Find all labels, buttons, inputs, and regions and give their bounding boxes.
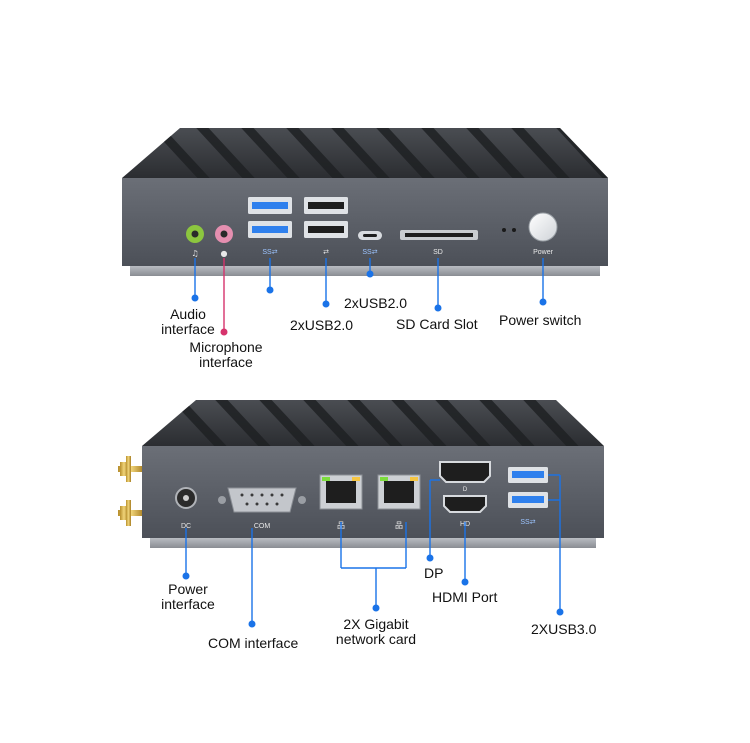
base-strip [130, 266, 600, 276]
displayport [439, 461, 491, 483]
usb3-silk: SS⇄ [262, 249, 277, 256]
power-interface-label: Power interface [161, 581, 215, 612]
usb3-label: 2XUSB3.0 [531, 621, 597, 637]
usb3-rear-silk: SS⇄ [520, 519, 535, 526]
dp-label: DP [424, 565, 444, 581]
wifi-antenna-bottom [118, 500, 144, 526]
usb-c-silk: SS⇄ [362, 249, 377, 256]
usb2-label-b: 2xUSB2.0 [290, 317, 354, 333]
gigabit-network-label: 2X Gigabit network card [335, 616, 417, 647]
com-interface-label: COM interface [208, 635, 299, 651]
base-strip [150, 538, 596, 548]
top-device: ♫ ● SS⇄ ⇄ SS⇄ SD Power [122, 128, 608, 276]
microphone-icon: ● [221, 249, 228, 258]
audio-interface-label: Audio interface [161, 306, 215, 337]
front-panel [122, 178, 608, 266]
hdmi-port [443, 495, 487, 513]
power-silk: Power [533, 249, 554, 256]
hdmi-port-label: HDMI Port [432, 589, 498, 605]
network-icon: 品 [395, 521, 403, 530]
power-button [528, 212, 558, 242]
bottom-callouts [182, 474, 564, 628]
lid-ribs [166, 400, 604, 446]
top-callouts [191, 258, 547, 336]
power-switch-label: Power switch [499, 312, 582, 328]
usb2-silk: ⇄ [323, 249, 329, 256]
lan-port-1 [319, 474, 363, 510]
usb2-label-a: 2xUSB2.0 [344, 295, 408, 311]
microphone-interface-label: Microphone interface [189, 339, 263, 370]
wifi-antenna-top [118, 456, 144, 482]
com-port [227, 487, 297, 513]
com-silk: COM [254, 523, 271, 530]
led-indicator [512, 228, 516, 232]
sd-silk: SD [433, 249, 443, 256]
bottom-device: DC COM 品 品 D HD [118, 400, 604, 548]
dc-silk: DC [181, 523, 191, 530]
dp-icon: D [463, 487, 468, 493]
sd-card-slot-label: SD Card Slot [396, 316, 478, 332]
lan-port-2 [377, 474, 421, 510]
headphone-icon: ♫ [191, 249, 198, 258]
led-indicator [502, 228, 506, 232]
